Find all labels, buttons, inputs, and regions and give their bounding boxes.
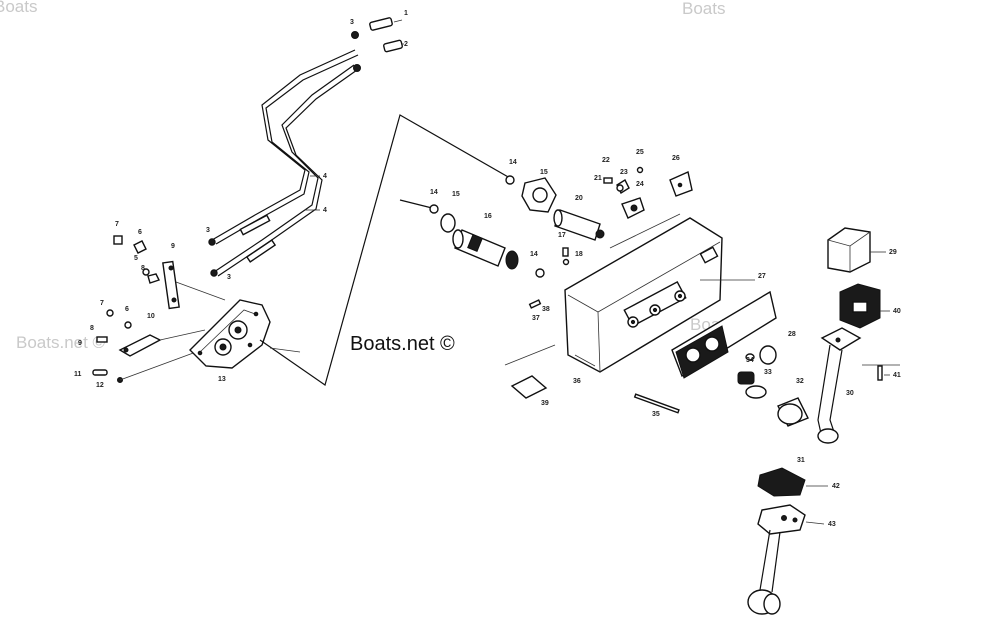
- callout-39: 39: [541, 400, 549, 407]
- watermark-top-right: Boats: [682, 0, 725, 18]
- handle-cap: [827, 227, 871, 273]
- callout-6: 6: [138, 229, 142, 236]
- callout-11: 11: [74, 371, 82, 378]
- routing-line: [259, 114, 511, 386]
- callout-3: 3: [350, 19, 354, 26]
- callout-9: 9: [78, 340, 82, 347]
- diagram-credit: Boats.net ©: [350, 333, 455, 355]
- callout-6: 6: [125, 306, 129, 313]
- watermark-top-left: Boats: [0, 0, 37, 16]
- callout-4: 4: [323, 173, 327, 180]
- callout-8: 8: [90, 325, 94, 332]
- lower-handle-arm: [747, 504, 806, 615]
- callout-29: 29: [889, 249, 897, 256]
- callout-3: 3: [206, 227, 210, 234]
- callout-25: 25: [636, 149, 644, 156]
- callout-7: 7: [115, 221, 119, 228]
- callout-20: 20: [575, 195, 583, 202]
- callout-21: 21: [594, 175, 602, 182]
- callout-26: 26: [672, 155, 680, 162]
- callout-40: 40: [893, 308, 901, 315]
- callout-31: 31: [797, 457, 805, 464]
- callout-43: 43: [828, 521, 836, 528]
- callout-7: 7: [100, 300, 104, 307]
- bushings-and-knobs: [737, 345, 809, 427]
- callout-4: 4: [323, 207, 327, 214]
- callout-35: 35: [652, 411, 660, 418]
- control-box: [564, 213, 723, 373]
- throttle-shift-cables: [208, 49, 359, 277]
- callout-9: 9: [171, 243, 175, 250]
- callout-42: 42: [832, 483, 840, 490]
- callout-12: 12: [96, 382, 104, 389]
- control-housing: [189, 299, 271, 369]
- neutral-switch: [839, 283, 881, 329]
- switch-hardware: [603, 166, 693, 219]
- shift-lever-linkage: [92, 235, 226, 383]
- callout-27: 27: [758, 273, 766, 280]
- callout-15: 15: [452, 191, 460, 198]
- callout-36: 36: [573, 378, 581, 385]
- shaft-assembly: [399, 199, 570, 278]
- callout-18: 18: [575, 251, 583, 258]
- callout-16: 16: [484, 213, 492, 220]
- callout-8: 8: [141, 265, 145, 272]
- callout-3: 3: [227, 274, 231, 281]
- side-mount-bracket: [504, 344, 556, 399]
- callout-37: 37: [532, 315, 540, 322]
- callout-33: 33: [764, 369, 772, 376]
- screw-35: [633, 393, 680, 414]
- callout-5: 5: [134, 255, 138, 262]
- callout-30: 30: [846, 390, 854, 397]
- callout-22: 22: [602, 157, 610, 164]
- callout-labels: 1 2 3 3 3 4 4 7 6 9 5 8 7 6 8 10 9 11 12…: [74, 10, 901, 528]
- callout-10: 10: [147, 313, 155, 320]
- callout-28: 28: [788, 331, 796, 338]
- callout-34: 34: [746, 357, 754, 364]
- upper-shaft-assembly: [505, 175, 605, 241]
- callout-14: 14: [530, 251, 538, 258]
- callout-15: 15: [540, 169, 548, 176]
- callout-13: 13: [218, 376, 226, 383]
- callout-14: 14: [430, 189, 438, 196]
- handle-grip: [757, 467, 806, 497]
- callout-41: 41: [893, 372, 901, 379]
- callout-38: 38: [542, 306, 550, 313]
- screw-37: [528, 299, 542, 309]
- callout-24: 24: [636, 181, 644, 188]
- control-handle: [817, 327, 900, 444]
- callout-2: 2: [404, 41, 408, 48]
- cable-end-connectors: [351, 17, 404, 72]
- callout-32: 32: [796, 378, 804, 385]
- callout-23: 23: [620, 169, 628, 176]
- callout-14: 14: [509, 159, 517, 166]
- callout-1: 1: [404, 10, 408, 17]
- callout-17: 17: [558, 232, 566, 239]
- watermark-left: Boats.net ©: [16, 333, 106, 352]
- face-plate: [671, 290, 777, 379]
